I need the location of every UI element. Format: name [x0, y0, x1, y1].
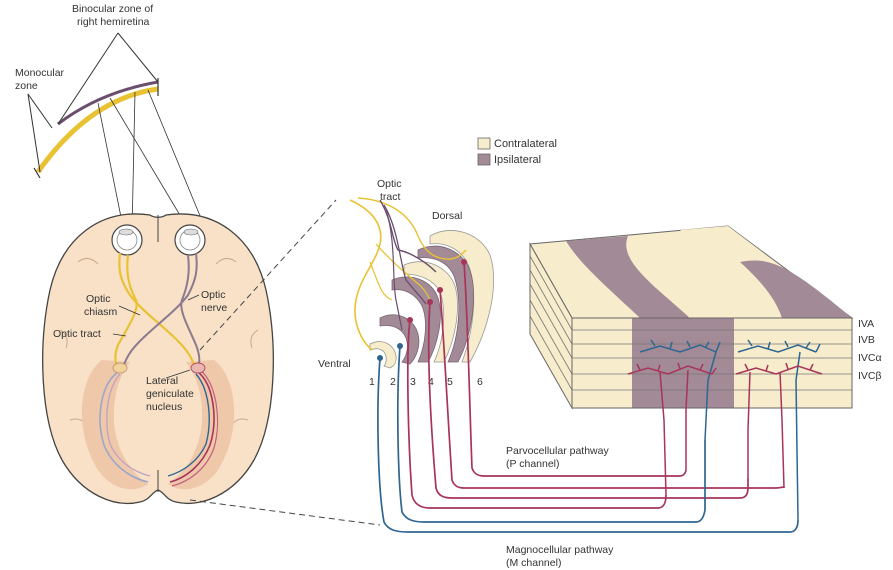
parvo-from-layer-6	[463, 261, 687, 477]
layer-number-3: 3	[410, 376, 416, 388]
parvo-label-1: Parvocellular pathway	[506, 445, 609, 457]
optic-chiasm-label-1: Optic	[86, 293, 111, 305]
brain-outline	[42, 213, 274, 505]
optic-nerve-label-2: nerve	[201, 302, 227, 314]
ventral-label: Ventral	[318, 358, 351, 370]
cortex-layer-ivb: IVB	[858, 334, 875, 346]
magno-arbors	[639, 339, 821, 521]
optic-chiasm-label-2: chiasm	[84, 306, 118, 318]
lgn-label-3: nucleus	[146, 401, 182, 413]
layer-number-2: 2	[390, 376, 396, 388]
parvo-from-layer-4	[427, 301, 749, 499]
monocular-binocular-yellow-arc	[35, 86, 159, 174]
lgn-input-fibers	[349, 197, 467, 351]
optic-tract-top-label-1: Optic	[377, 178, 402, 190]
layer-number-4: 4	[428, 376, 434, 388]
legend-contralateral-label: Contralateral	[494, 138, 557, 150]
monocular-zone-label-2: zone	[15, 80, 38, 92]
parvo-label-2: (P channel)	[506, 458, 560, 470]
legend-ipsilateral-swatch	[477, 153, 491, 166]
monocular-zone-label-1: Monocular	[15, 67, 65, 79]
parvo-from-layer-5	[439, 289, 785, 489]
magnocellular-pathway	[377, 345, 799, 533]
parvo-arbors	[627, 362, 823, 496]
cortex-layer-ivca: IVCα	[858, 352, 882, 364]
optic-tract-brain-label: Optic tract	[53, 328, 101, 340]
zoom-line-bottom	[189, 499, 381, 526]
eyes	[111, 224, 206, 256]
cortex-block	[529, 225, 854, 410]
lgn-layer-4	[403, 261, 458, 363]
magno-from-layer-1	[377, 357, 799, 533]
dorsal-label: Dorsal	[432, 210, 462, 222]
lgn-label-1: Lateral	[146, 375, 178, 387]
optic-tract-top-label-2: tract	[380, 191, 401, 203]
binocular-zone-label-2: right hemiretina	[77, 16, 150, 28]
parvocellular-pathway	[406, 261, 785, 509]
binocular-purple-arc	[57, 80, 159, 126]
cortex-layer-ivcb: IVCβ	[858, 370, 882, 382]
optic-nerves-and-tracts	[99, 252, 219, 487]
legend-contralateral-swatch	[477, 137, 491, 150]
zoom-line-top	[199, 199, 337, 351]
binocular-zone-label-1: Binocular zone of	[72, 3, 153, 15]
lgn-terminal-dots	[377, 259, 467, 361]
optic-nerve-label-1: Optic	[201, 289, 226, 301]
lgn-label-2: geniculate	[146, 388, 194, 400]
magno-label-2: (M channel)	[506, 557, 561, 569]
legend-ipsilateral-label: Ipsilateral	[494, 154, 541, 166]
layer-number-1: 1	[369, 376, 375, 388]
lgn-layer-5	[417, 245, 474, 363]
lgn-layer-1	[369, 341, 397, 369]
magno-label-1: Magnocellular pathway	[506, 544, 614, 556]
lgn-layers	[369, 230, 494, 369]
cortex-layer-iva: IVA	[858, 318, 874, 330]
magno-from-layer-2	[396, 345, 706, 523]
legend: Contralateral Ipsilateral	[477, 137, 557, 166]
layer-number-5: 5	[447, 376, 453, 388]
retina-hemifield-arcs	[27, 32, 211, 241]
parvo-from-layer-3	[406, 319, 667, 509]
layer-number-6: 6	[477, 376, 483, 388]
